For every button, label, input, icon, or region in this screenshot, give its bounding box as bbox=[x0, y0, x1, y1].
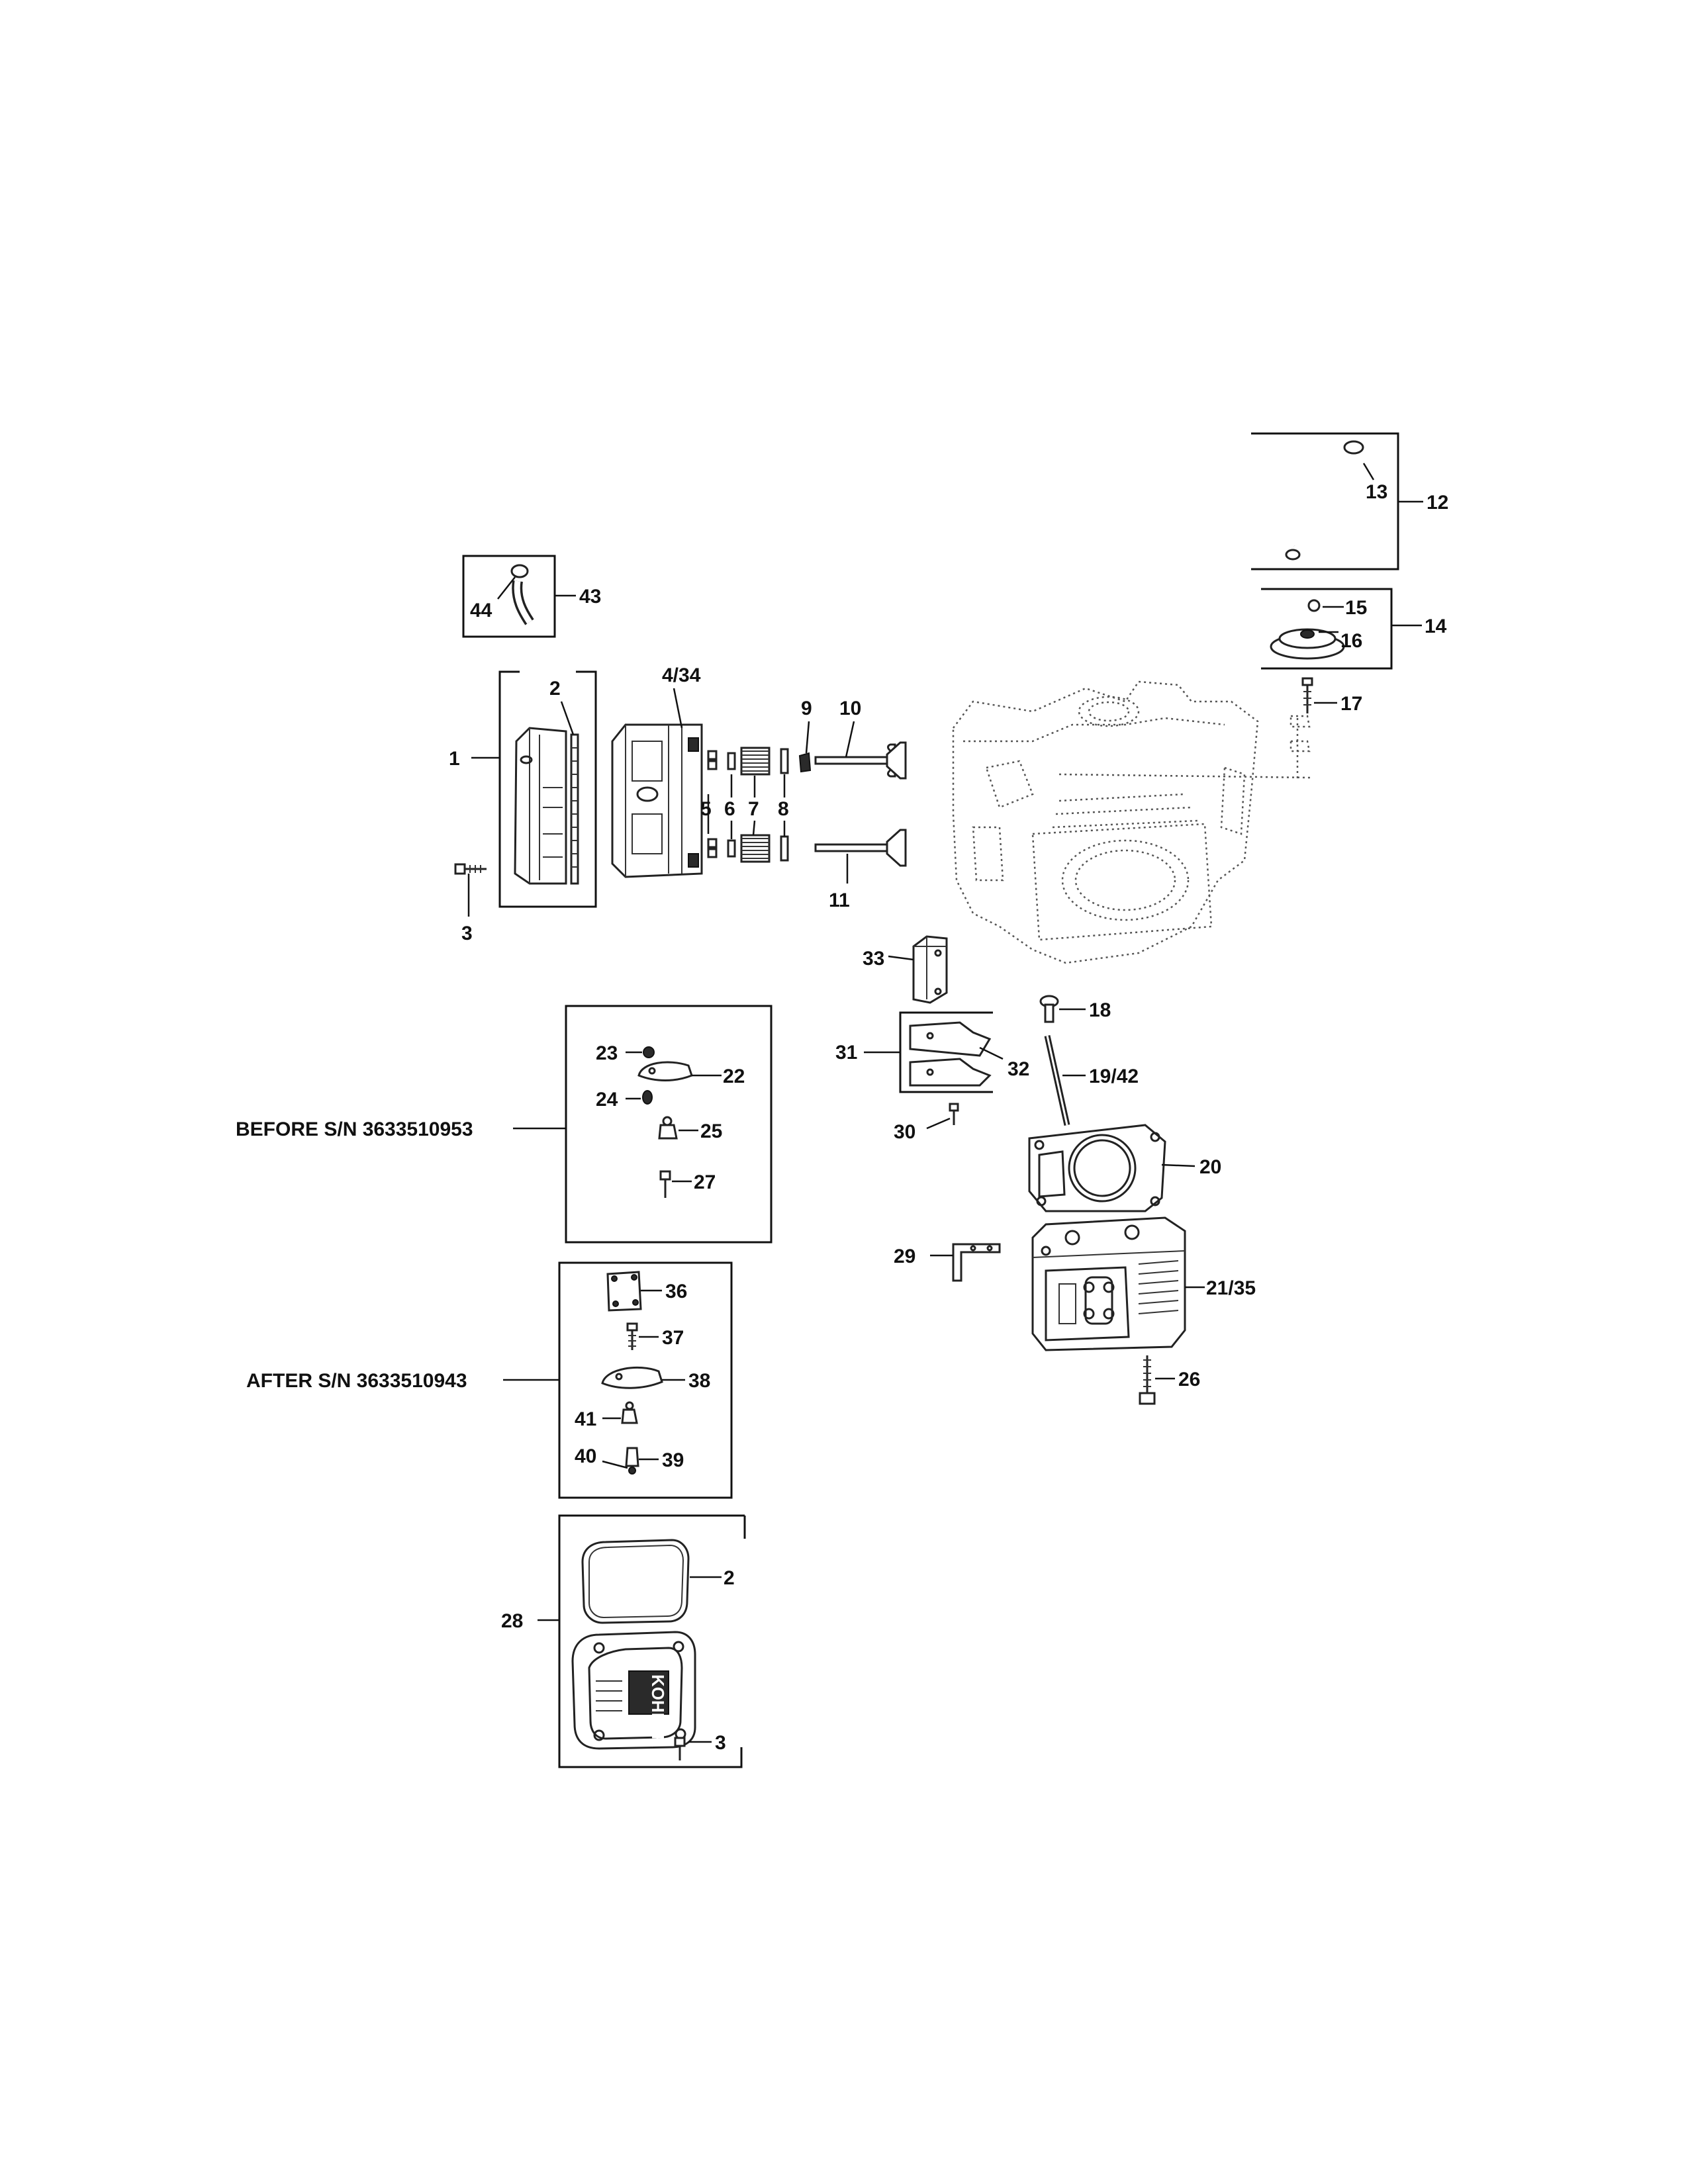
group-12-breather-hose: 13 12 bbox=[1245, 432, 1448, 570]
callout-10: 10 bbox=[839, 698, 861, 719]
callout-19-42: 19/42 bbox=[1089, 1066, 1139, 1087]
callout-29: 29 bbox=[894, 1246, 915, 1267]
callout-4-34: 4/34 bbox=[662, 664, 701, 686]
callout-43: 43 bbox=[579, 586, 601, 608]
callout-7: 7 bbox=[748, 798, 759, 820]
callout-25: 25 bbox=[700, 1120, 722, 1142]
bolt-17: 17 bbox=[1301, 677, 1362, 715]
callout-1: 1 bbox=[449, 748, 460, 770]
before-sn-rocker-group: BEFORE S/N 3633510953 23 22 24 25 27 bbox=[236, 1005, 773, 1244]
callout-5: 5 bbox=[700, 798, 712, 820]
callout-11: 11 bbox=[829, 889, 850, 911]
callout-9: 9 bbox=[801, 698, 812, 719]
callout-18: 18 bbox=[1089, 999, 1111, 1021]
callout-6: 6 bbox=[724, 798, 735, 820]
callout-40: 40 bbox=[575, 1445, 596, 1467]
callout-16: 16 bbox=[1340, 630, 1362, 652]
callout-31: 31 bbox=[835, 1042, 857, 1064]
callout-38: 38 bbox=[688, 1370, 710, 1392]
callout-14: 14 bbox=[1425, 615, 1447, 637]
group-1-valve-cover: 1 2 3 bbox=[449, 670, 597, 944]
callout-33: 33 bbox=[863, 948, 884, 970]
callout-8: 8 bbox=[778, 798, 789, 820]
engine-block bbox=[952, 680, 1311, 964]
valve-10 bbox=[814, 741, 907, 780]
group-28-valve-cover: 2 KOHLER 28 3 bbox=[501, 1514, 746, 1768]
group-14-breather-cover: 15 16 14 bbox=[1261, 588, 1447, 670]
after-sn-rocker-group: AFTER S/N 3633510943 36 37 38 41 40 39 bbox=[246, 1261, 733, 1499]
callout-24: 24 bbox=[596, 1089, 618, 1111]
parts-30-31-32-33: 33 31 32 30 bbox=[835, 935, 1029, 1143]
valve-train-parts: 5 6 7 8 9 10 11 bbox=[700, 698, 907, 911]
callout-13: 13 bbox=[1366, 481, 1387, 503]
cylinder-head-21-35: 21/35 bbox=[1031, 1216, 1256, 1351]
callout-27-label: 27 bbox=[694, 1171, 716, 1193]
callout-37: 37 bbox=[662, 1327, 684, 1349]
callout-12: 12 bbox=[1427, 492, 1448, 514]
parts-18-19-42: 18 19/42 bbox=[1039, 995, 1139, 1126]
callout-20: 20 bbox=[1199, 1156, 1221, 1178]
note-after-sn: AFTER S/N 3633510943 bbox=[246, 1370, 467, 1392]
bolt-26: 26 bbox=[1139, 1355, 1200, 1405]
callout-17: 17 bbox=[1340, 693, 1362, 715]
cover-brand-text: KOHLER bbox=[648, 1674, 668, 1747]
callout-2-top: 2 bbox=[549, 678, 561, 700]
valve-springs bbox=[740, 747, 771, 863]
callout-28: 28 bbox=[501, 1610, 523, 1632]
callout-23: 23 bbox=[596, 1042, 618, 1064]
callout-32: 32 bbox=[1008, 1058, 1029, 1080]
callout-3-bottom: 3 bbox=[715, 1732, 726, 1754]
callout-36: 36 bbox=[665, 1281, 687, 1302]
cylinder-head-side-4-34: 4/34 bbox=[611, 664, 703, 878]
callout-44: 44 bbox=[470, 600, 492, 621]
callout-2-bottom: 2 bbox=[724, 1567, 735, 1589]
callout-39: 39 bbox=[662, 1449, 684, 1471]
callout-15: 15 bbox=[1345, 597, 1367, 619]
note-before-sn: BEFORE S/N 3633510953 bbox=[236, 1118, 473, 1140]
callout-30: 30 bbox=[894, 1121, 915, 1143]
callout-21-35: 21/35 bbox=[1206, 1277, 1256, 1299]
head-gasket-20: 20 bbox=[1028, 1124, 1221, 1212]
bracket-29: 29 bbox=[894, 1243, 1001, 1282]
callout-41: 41 bbox=[575, 1408, 596, 1430]
valve-11 bbox=[814, 829, 907, 867]
callout-26: 26 bbox=[1178, 1369, 1200, 1390]
group-43-breather-tube: 44 43 bbox=[462, 555, 601, 638]
callout-3-top: 3 bbox=[461, 923, 473, 944]
callout-22: 22 bbox=[723, 1066, 745, 1087]
